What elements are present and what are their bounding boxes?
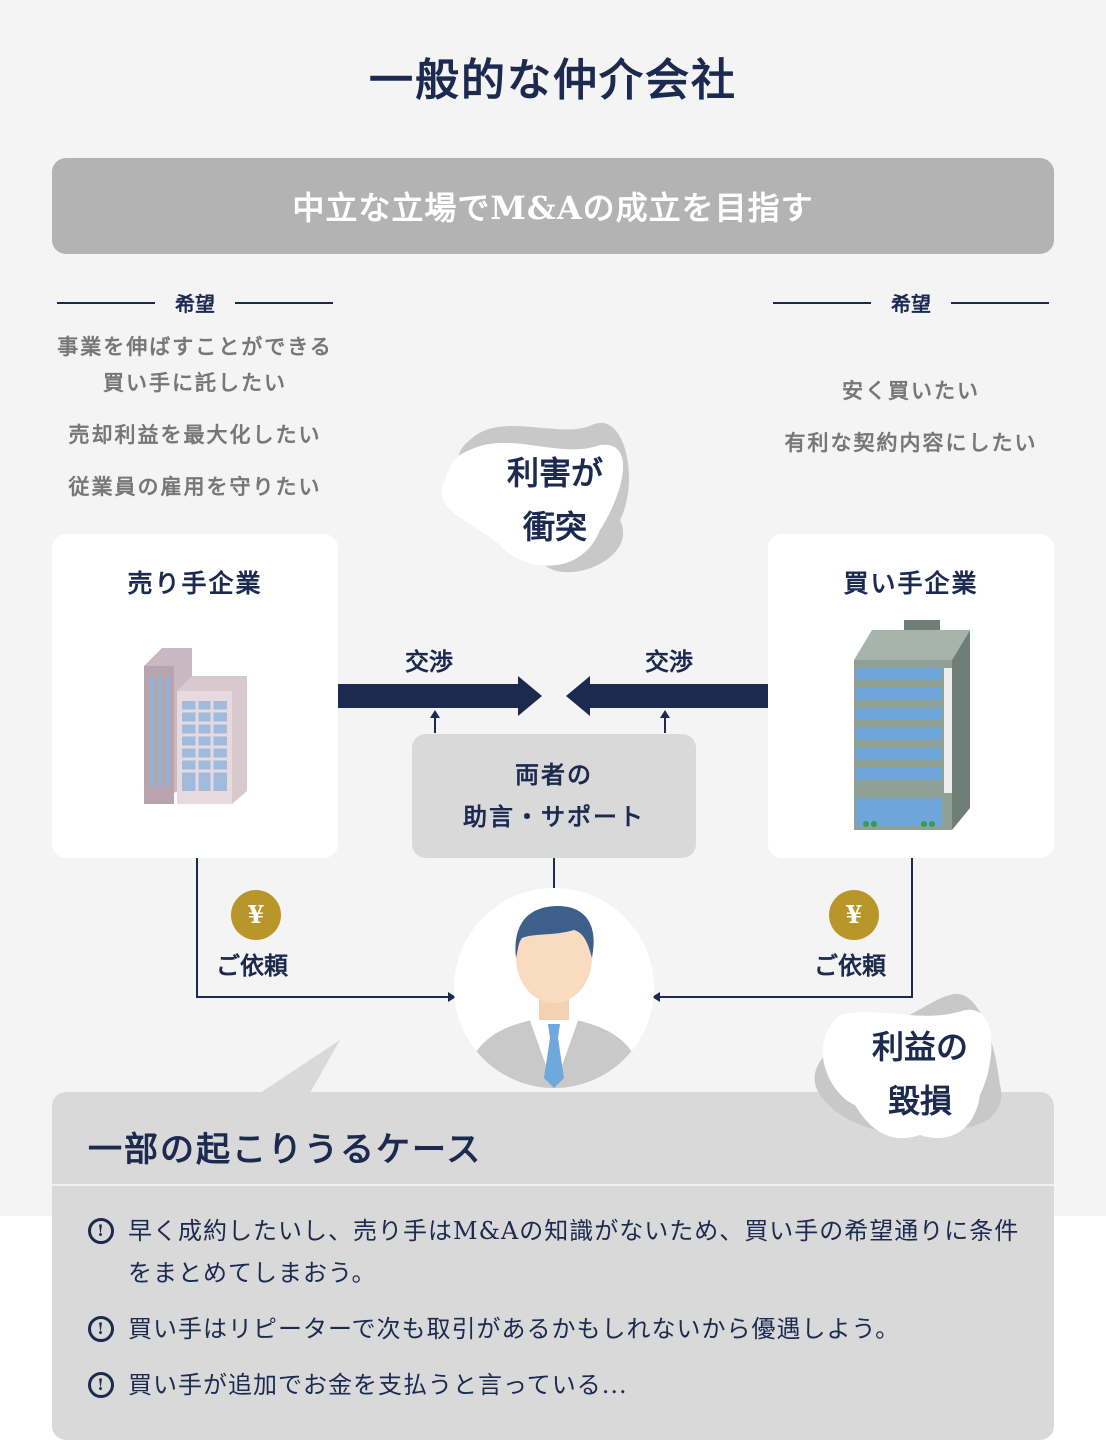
seller-wish-2: 売却利益を最大化したい — [68, 422, 322, 447]
case-item: ! 買い手が追加でお金を支払うと言っている... — [88, 1364, 1028, 1406]
seller-request-label: ご依頼 — [216, 951, 288, 980]
case-item: ! 買い手はリピーターで次も取引があるかもしれないから優遇しよう。 — [88, 1308, 1028, 1350]
exclamation-icon: ! — [88, 1316, 114, 1342]
seller-wish-header: 希望 — [52, 288, 338, 317]
seller-card: 売り手企業 — [52, 534, 338, 858]
case-text: 買い手はリピーターで次も取引があるかもしれないから優遇しよう。 — [128, 1315, 901, 1343]
exclamation-icon: ! — [88, 1218, 114, 1244]
page-title: 一般的な仲介会社 — [369, 55, 737, 106]
conflict-label: 利害が衝突 — [480, 446, 630, 554]
seller-wish-3: 従業員の雇用を守りたい — [68, 474, 322, 499]
yen-coin-icon: ¥ — [231, 890, 281, 940]
buyer-wish-1: 安く買いたい — [842, 378, 980, 403]
advice-box: 両者の助言・サポート — [412, 734, 696, 858]
yen-coin-icon: ¥ — [829, 890, 879, 940]
exclamation-icon: ! — [88, 1372, 114, 1398]
wish-label: 希望 — [175, 292, 215, 316]
loss-line: 毀損 — [887, 1082, 952, 1120]
cases-title: 一部の起こりうるケース — [88, 1130, 483, 1170]
loss-blob — [814, 993, 1002, 1139]
seller-wish-1: 事業を伸ばすことができる買い手に託したい — [45, 329, 345, 401]
wish-text: 買い手に託したい — [103, 370, 287, 395]
advice-line: 両者の — [515, 760, 593, 789]
cases-panel: 一部の起こりうるケース ! 早く成約したいし、売り手はM&Aの知識がないため、買い… — [52, 1092, 1054, 1440]
buyer-name: 買い手企業 — [843, 569, 979, 598]
advisor-avatar-icon — [454, 888, 654, 1088]
buyer-negotiate-label: 交渉 — [645, 647, 693, 676]
case-item: ! 早く成約したいし、売り手はM&Aの知識がないため、買い手の希望通りに条件をまと… — [88, 1210, 1028, 1294]
divider — [52, 1184, 1054, 1186]
buyer-arrow — [586, 684, 768, 708]
seller-arrow — [338, 684, 523, 708]
case-text: 買い手が追加でお金を支払うと言っている... — [128, 1371, 628, 1399]
speech-tail — [260, 1040, 340, 1093]
banner: 中立な立場でM&Aの成立を目指す — [52, 158, 1054, 254]
case-text: 早く成約したいし、売り手はM&Aの知識がないため、買い手の希望通りに条件をまとめ… — [128, 1217, 1020, 1287]
wish-label: 希望 — [891, 292, 931, 316]
loss-line: 利益の — [871, 1028, 968, 1066]
loss-label: 利益の毀損 — [845, 1020, 995, 1128]
buyer-wish-header: 希望 — [768, 288, 1054, 317]
wish-text: 事業を伸ばすことができる — [57, 334, 333, 359]
buyer-building-icon — [854, 620, 970, 830]
buyer-card: 買い手企業 — [768, 534, 1054, 858]
conflict-line: 利害が — [506, 454, 603, 492]
conflict-line: 衝突 — [522, 508, 587, 546]
seller-building-icon — [144, 648, 247, 804]
buyer-request-label: ご依頼 — [814, 951, 886, 980]
buyer-wish-2: 有利な契約内容にしたい — [784, 430, 1038, 455]
advice-line: 助言・サポート — [463, 802, 645, 831]
seller-negotiate-label: 交渉 — [405, 647, 453, 676]
seller-name: 売り手企業 — [127, 569, 263, 598]
conflict-blob — [441, 442, 624, 566]
